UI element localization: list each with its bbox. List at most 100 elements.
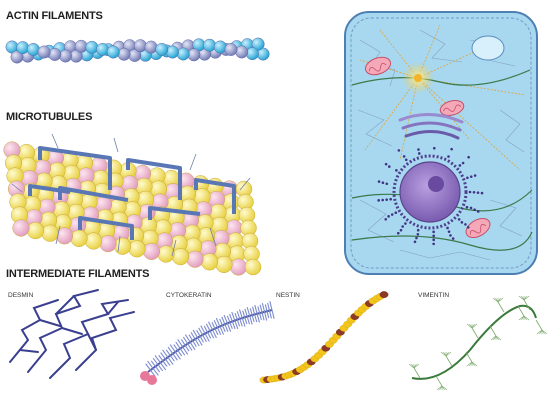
tubulin-dimer bbox=[99, 235, 117, 253]
vimentin-branch bbox=[497, 301, 505, 313]
ribosome bbox=[377, 180, 381, 183]
keratin-sidechain bbox=[211, 322, 219, 336]
ribosome bbox=[432, 146, 436, 150]
keratin-sidechain bbox=[238, 309, 246, 327]
nucleus bbox=[399, 161, 461, 223]
ribosome bbox=[469, 175, 473, 178]
vimentin-twig bbox=[523, 295, 530, 301]
tubulin-dimer bbox=[186, 250, 204, 268]
ribosome bbox=[404, 158, 408, 162]
keratin-sidechain bbox=[182, 336, 193, 351]
keratin-sidechain bbox=[215, 317, 225, 335]
keratin-sidechain bbox=[196, 329, 205, 343]
vimentin-branch bbox=[445, 355, 453, 367]
vimentin-twig bbox=[497, 297, 504, 303]
ribosome bbox=[466, 226, 470, 229]
vimentin-twig bbox=[495, 297, 499, 303]
tubulin-dimer bbox=[55, 227, 74, 245]
ribosome bbox=[417, 152, 421, 155]
ribosome bbox=[381, 198, 384, 202]
vimentin-branch bbox=[523, 299, 531, 311]
tubulin-dimer bbox=[12, 219, 30, 237]
vimentin-twig bbox=[518, 295, 525, 301]
keratin-sidechain bbox=[192, 329, 203, 346]
nestin-segment bbox=[379, 291, 389, 298]
map-projection bbox=[51, 133, 59, 149]
ribosome bbox=[401, 225, 404, 228]
keratin-sidechain bbox=[203, 325, 212, 339]
vimentin-twig bbox=[495, 335, 502, 341]
actin-monomer bbox=[48, 47, 62, 61]
keratin-sidechain bbox=[251, 306, 258, 323]
keratin-sidechain bbox=[200, 325, 210, 342]
actin-monomer bbox=[166, 45, 179, 59]
keratin-sidechain bbox=[158, 354, 168, 367]
keratin-sidechain bbox=[165, 349, 175, 362]
nestin-filament bbox=[259, 291, 389, 384]
centriole bbox=[414, 74, 422, 82]
nestin-label: NESTIN bbox=[276, 292, 300, 299]
ribosome bbox=[450, 147, 453, 151]
actin-monomer bbox=[235, 45, 249, 59]
vimentin-twig bbox=[518, 315, 525, 321]
tubulin-dimer bbox=[26, 222, 45, 240]
actin-monomer bbox=[26, 43, 40, 56]
keratin-sidechain bbox=[150, 360, 161, 373]
tubulin-dimer bbox=[41, 224, 59, 242]
keratin-sidechain bbox=[213, 319, 222, 335]
keratin-sidechain bbox=[198, 327, 207, 343]
keratin-sidechain bbox=[267, 302, 272, 319]
ribosome bbox=[387, 165, 391, 168]
ribosomes bbox=[377, 146, 484, 246]
ribosome bbox=[476, 191, 480, 194]
keratin-head bbox=[147, 375, 157, 385]
tubulin-dimer bbox=[229, 258, 248, 276]
ribosome bbox=[390, 213, 394, 216]
vimentin-twig bbox=[521, 315, 525, 321]
keratin-sidechain bbox=[264, 304, 270, 319]
keratin-sidechain bbox=[223, 314, 232, 332]
ribosome bbox=[451, 237, 455, 240]
vimentin-twig bbox=[466, 323, 473, 329]
vimentin-twig bbox=[436, 385, 443, 391]
keratin-sidechain bbox=[167, 346, 178, 361]
ribosome bbox=[394, 211, 398, 215]
vimentin-twig bbox=[536, 329, 543, 335]
ribosome bbox=[473, 208, 476, 211]
ribosome bbox=[457, 218, 461, 221]
actin-monomer bbox=[155, 42, 169, 56]
ribosome bbox=[381, 181, 385, 184]
keratin-sidechain bbox=[236, 311, 243, 327]
ribosome bbox=[446, 226, 449, 230]
intermediate-filaments-heading: INTERMEDIATE FILAMENTS bbox=[6, 268, 150, 280]
vimentin-twig bbox=[541, 329, 548, 335]
cell-membrane bbox=[344, 11, 538, 275]
actin-monomer bbox=[176, 47, 190, 61]
vimentin-branch bbox=[517, 305, 525, 317]
vacuole bbox=[471, 35, 505, 61]
vimentin-branch bbox=[535, 319, 543, 331]
ribosome bbox=[413, 240, 417, 244]
map-protein bbox=[78, 216, 134, 240]
keratin-sidechain bbox=[190, 332, 200, 347]
keratin-sidechain bbox=[242, 310, 248, 325]
vimentin-twig bbox=[492, 297, 499, 303]
keratin-sidechain bbox=[177, 339, 189, 355]
ribosome bbox=[416, 232, 420, 236]
keratin-sidechain bbox=[246, 307, 253, 325]
map-projection bbox=[113, 137, 119, 153]
ribosome bbox=[384, 217, 388, 221]
ribosome bbox=[458, 164, 462, 167]
map-projection bbox=[11, 183, 23, 193]
cell-diagram bbox=[344, 11, 538, 275]
keratin-sidechain bbox=[205, 323, 215, 339]
tubulin-dimer bbox=[84, 232, 103, 250]
ribosome bbox=[466, 176, 469, 180]
tubulin-dimer bbox=[142, 242, 161, 260]
keratin-sidechain bbox=[152, 357, 164, 372]
vimentin-twig bbox=[411, 363, 415, 369]
map-protein bbox=[194, 178, 236, 214]
microtubule bbox=[3, 133, 262, 276]
desmin-filament bbox=[9, 289, 135, 379]
